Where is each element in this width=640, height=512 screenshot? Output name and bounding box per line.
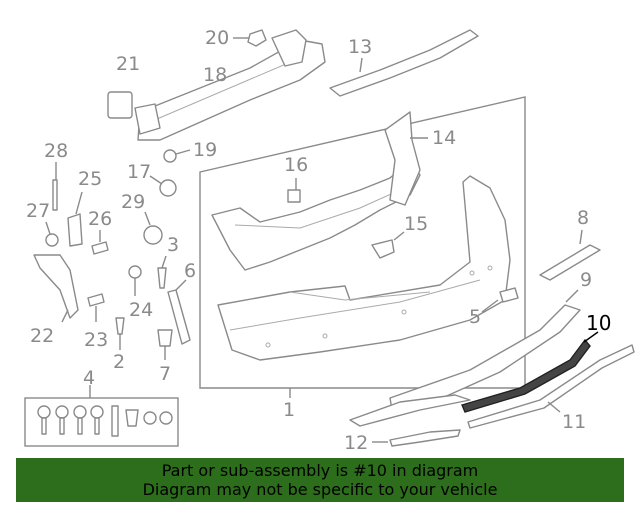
callout-13: 13	[348, 36, 372, 58]
clip-7	[157, 329, 173, 347]
nut-20	[247, 29, 267, 47]
callout-3: 3	[167, 234, 179, 256]
hardware-kit-box	[24, 397, 179, 447]
callout-9: 9	[580, 269, 592, 291]
trim-strip-11	[467, 344, 635, 429]
plate-21	[107, 91, 133, 119]
callout-17: 17	[127, 161, 151, 183]
callout-28: 28	[44, 140, 68, 162]
clip-24	[128, 265, 142, 279]
beam-bracket	[271, 29, 307, 67]
info-banner: Part or sub-assembly is #10 in diagram D…	[16, 458, 624, 502]
callout-16: 16	[284, 154, 308, 176]
callout-23: 23	[84, 329, 108, 351]
callout-4: 4	[83, 367, 95, 389]
callout-10: 10	[586, 311, 611, 335]
callout-5: 5	[469, 306, 481, 328]
pin-3	[157, 267, 167, 289]
callout-20: 20	[205, 27, 229, 49]
reflector-8	[539, 244, 601, 281]
bolt-19	[163, 149, 177, 163]
trim-strip-10	[461, 338, 591, 413]
screw-2	[115, 317, 125, 335]
callout-19: 19	[193, 139, 217, 161]
parts-diagram: 1 2 3 4 5 6 7 8 9 10 11 12 13 14 15 16 1…	[24, 27, 635, 454]
reinforcement-beam	[137, 39, 326, 141]
callout-18: 18	[203, 64, 227, 86]
bracket-15	[371, 239, 395, 259]
callout-11: 11	[562, 411, 586, 433]
banner-line-1: Part or sub-assembly is #10 in diagram	[161, 461, 479, 480]
pin-28	[52, 179, 58, 211]
absorber-bracket	[384, 111, 421, 206]
grommet-17	[159, 179, 177, 197]
bolt-26	[91, 241, 109, 255]
grommet-29	[143, 225, 163, 245]
callout-27: 27	[26, 200, 50, 222]
hardware-kit-items	[37, 405, 173, 437]
callout-21: 21	[116, 53, 140, 75]
callout-12: 12	[344, 432, 368, 454]
clip-5	[499, 287, 519, 303]
bolt-23	[87, 293, 105, 307]
callout-8: 8	[577, 207, 589, 229]
callout-22: 22	[30, 325, 54, 347]
callout-24: 24	[129, 299, 153, 321]
callout-6: 6	[184, 260, 196, 282]
callout-26: 26	[88, 208, 112, 230]
callout-29: 29	[121, 191, 145, 213]
callout-2: 2	[113, 351, 125, 373]
bracket-6	[167, 289, 191, 345]
trim-strip-12	[349, 394, 471, 427]
nut-27	[45, 233, 59, 247]
energy-absorber	[211, 159, 421, 271]
callout-15: 15	[404, 213, 428, 235]
beam-bracket-left	[134, 103, 161, 135]
callout-25: 25	[78, 168, 102, 190]
bracket-22	[33, 254, 79, 319]
clip-16	[287, 189, 301, 203]
callout-7: 7	[159, 363, 171, 385]
callout-14: 14	[432, 127, 456, 149]
trim-strip-12b	[389, 429, 461, 447]
bumper-cover	[217, 175, 511, 361]
banner-line-2: Diagram may not be specific to your vehi…	[142, 480, 498, 499]
callout-1: 1	[283, 399, 295, 421]
clip-25	[67, 213, 83, 247]
seal-13	[329, 29, 479, 97]
